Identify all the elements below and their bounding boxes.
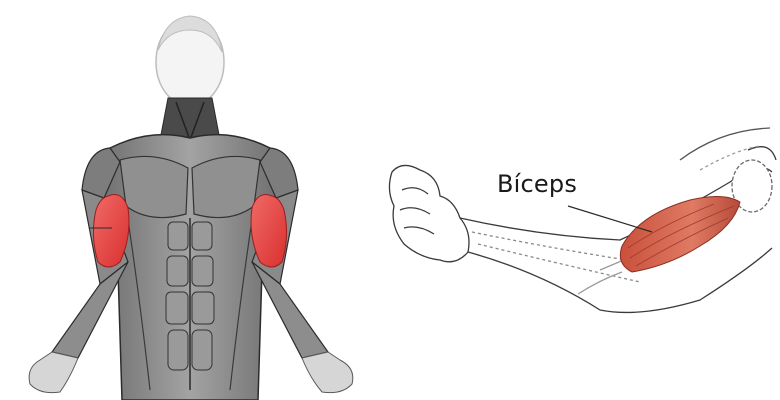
left-hand <box>28 351 79 394</box>
neck <box>159 97 221 141</box>
left-forearm <box>50 261 129 359</box>
arm-biceps-muscle <box>619 196 741 273</box>
right-forearm <box>251 261 330 359</box>
right-hand <box>301 351 354 394</box>
biceps-label: Bíceps <box>497 170 578 198</box>
left-biceps-highlight <box>92 194 130 268</box>
biceps-fibers <box>627 203 735 267</box>
right-biceps-highlight <box>250 194 288 268</box>
front-body-figure <box>28 15 354 400</box>
label-leader-line <box>567 205 653 233</box>
